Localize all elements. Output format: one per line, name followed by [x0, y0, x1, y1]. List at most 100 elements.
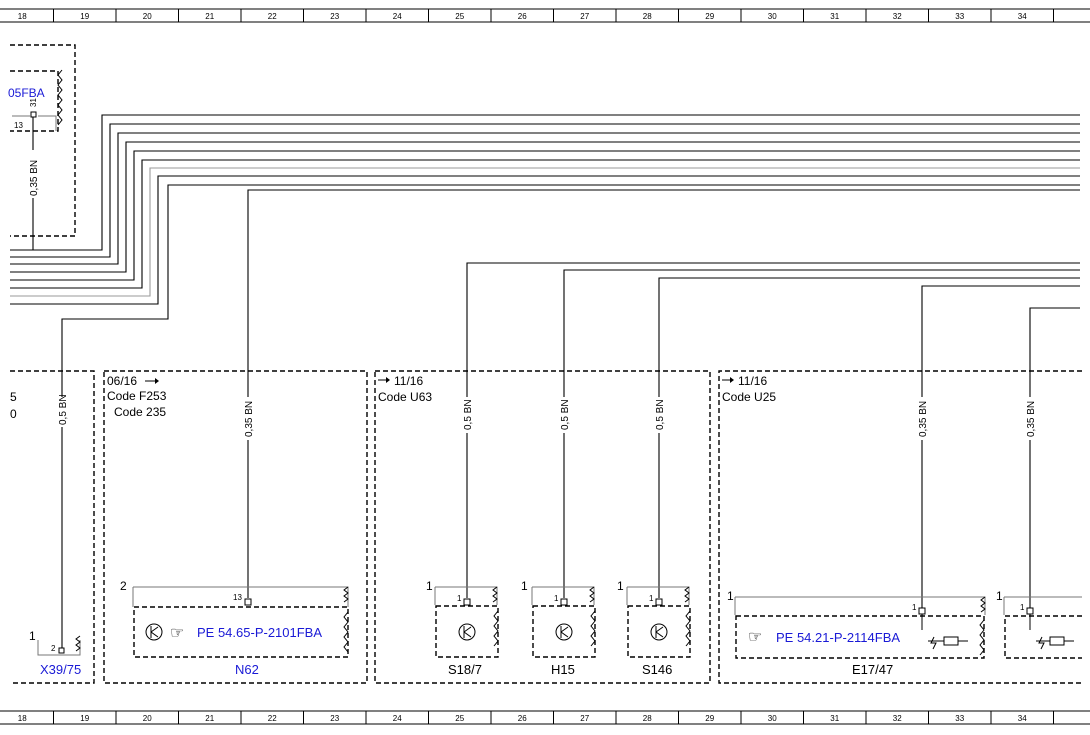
ruler-number: 26: [518, 12, 527, 21]
ruler-number: 22: [268, 714, 277, 723]
h15-pin-num: 1: [521, 579, 528, 593]
ruler-number: 29: [705, 714, 714, 723]
ruler-number: 32: [893, 714, 902, 723]
ruler-number: 30: [768, 12, 777, 21]
n62-wire-label: 0,35 BN: [244, 401, 255, 437]
ruler-number: 24: [393, 714, 402, 723]
u25-date: 11/16: [738, 374, 767, 388]
s146-wire-label: 0,5 BN: [655, 399, 666, 430]
resistor-icon: [1029, 614, 1074, 650]
pointing-hand-icon: ☞: [748, 629, 762, 646]
e17-name: E17/47: [852, 662, 893, 677]
left-cut-5: 5: [10, 390, 17, 404]
e17-ref[interactable]: PE 54.21-P-2114FBA: [776, 630, 900, 645]
s18-wire-label: 0,5 BN: [463, 399, 474, 430]
s18-pin-num: 1: [426, 579, 433, 593]
ruler-number: 20: [143, 12, 152, 21]
ruler-number: 34: [1018, 714, 1027, 723]
n62-ref[interactable]: PE 54.65-P-2101FBA: [197, 625, 322, 640]
s146-pin-num: 1: [617, 579, 624, 593]
ruler-bottom: 18 19 20 21 22 23 24 25 26 27 28 29 30 31 32 33 34: [0, 710, 1090, 725]
left-partial-wire-label: 0,35 BN: [29, 160, 40, 196]
ruler-number: 27: [580, 714, 589, 723]
ruler-number: 26: [518, 714, 527, 723]
svg-text:1: 1: [1020, 603, 1025, 612]
group-u63: 11/16 Code U63 0,5 BN 1 1 S18/7 0: [374, 370, 711, 684]
left-partial-component: 05FBA 31 13 0,35 BN 5 0: [8, 44, 76, 421]
component-s146: 0,5 BN 1 1 S146: [617, 399, 691, 677]
svg-text:1: 1: [912, 603, 917, 612]
n62-code-1: Code F253: [107, 389, 167, 403]
ruler-number: 21: [205, 12, 214, 21]
n62-pin-13: 13: [233, 593, 242, 602]
s146-name: S146: [642, 662, 672, 677]
ruler-number: 20: [143, 714, 152, 723]
svg-text:1: 1: [649, 594, 654, 603]
transistor-icon: [650, 623, 668, 641]
n62-pin-num: 2: [120, 579, 127, 593]
ruler-number: 23: [330, 12, 339, 21]
left-partial-ref[interactable]: 05FBA: [8, 86, 45, 100]
ruler-number: 34: [1018, 12, 1027, 21]
arrow-right-icon: [378, 377, 390, 383]
u63-date: 11/16: [394, 374, 423, 388]
u63-code: Code U63: [378, 390, 432, 404]
h15-name: H15: [551, 662, 575, 677]
x39-pin-num: 1: [29, 629, 36, 643]
component-h15: 0,5 BN 1 1 H15: [521, 399, 596, 677]
ruler-number: 18: [18, 714, 27, 723]
s18-name: S18/7: [448, 662, 482, 677]
left-partial-pin-13: 13: [14, 121, 23, 130]
ruler-number: 33: [955, 12, 964, 21]
connector-x39-75: 0,5 BN 1 2 X39/75: [10, 370, 95, 684]
ruler-number: 19: [80, 714, 89, 723]
resistor-icon: [921, 614, 968, 650]
component-n62: 06/16 Code F253 Code 235 0,35 BN 2 13 ☞ …: [103, 370, 368, 684]
ruler-number: 28: [643, 12, 652, 21]
component-right-partial: 0,35 BN 1 1: [996, 401, 1082, 659]
n62-date: 06/16: [107, 374, 137, 388]
pointing-hand-icon: ☞: [170, 625, 184, 642]
ruler-number: 25: [455, 12, 464, 21]
transistor-icon: [145, 623, 163, 641]
transistor-icon: [555, 623, 573, 641]
n62-code-2: Code 235: [114, 405, 166, 419]
ruler-number: 29: [705, 12, 714, 21]
transistor-icon: [458, 623, 476, 641]
right-wire-label: 0,35 BN: [1026, 401, 1037, 437]
ruler-number: 21: [205, 714, 214, 723]
ruler-number: 23: [330, 714, 339, 723]
ruler-number: 27: [580, 12, 589, 21]
n62-name[interactable]: N62: [235, 662, 259, 677]
e17-pin-num: 1: [727, 589, 734, 603]
ruler-number: 32: [893, 12, 902, 21]
svg-text:1: 1: [554, 594, 559, 603]
ruler-number: 30: [768, 714, 777, 723]
h15-wire-label: 0,5 BN: [560, 399, 571, 430]
x39-name[interactable]: X39/75: [40, 662, 81, 677]
ruler-number: 31: [830, 12, 839, 21]
ruler-number: 28: [643, 714, 652, 723]
ruler-number: 24: [393, 12, 402, 21]
right-pin-num: 1: [996, 589, 1003, 603]
arrow-right-icon: [722, 377, 734, 383]
group-u25: 11/16 Code U25 0,35 BN 1 1 ☞ PE 54.21-P-…: [718, 370, 1082, 684]
left-cut-0: 0: [10, 407, 17, 421]
bus-wires: [10, 114, 1080, 397]
component-s18-7: 0,5 BN 1 1 S18/7: [426, 399, 499, 677]
x39-pin-2: 2: [51, 644, 56, 653]
e17-wire-label: 0,35 BN: [918, 401, 929, 437]
ruler-number: 25: [455, 714, 464, 723]
ruler-number: 31: [830, 714, 839, 723]
arrow-right-icon: [145, 378, 159, 384]
ruler-number: 19: [80, 12, 89, 21]
x39-wire-label: 0,5 BN: [58, 394, 69, 425]
ruler-number: 18: [18, 12, 27, 21]
left-partial-pin-box: [30, 111, 37, 118]
svg-text:1: 1: [457, 594, 462, 603]
component-e17-47: 0,35 BN 1 1 ☞ PE 54.21-P-2114FBA E17/47: [727, 401, 986, 677]
ruler-number: 33: [955, 714, 964, 723]
u25-code: Code U25: [722, 390, 776, 404]
